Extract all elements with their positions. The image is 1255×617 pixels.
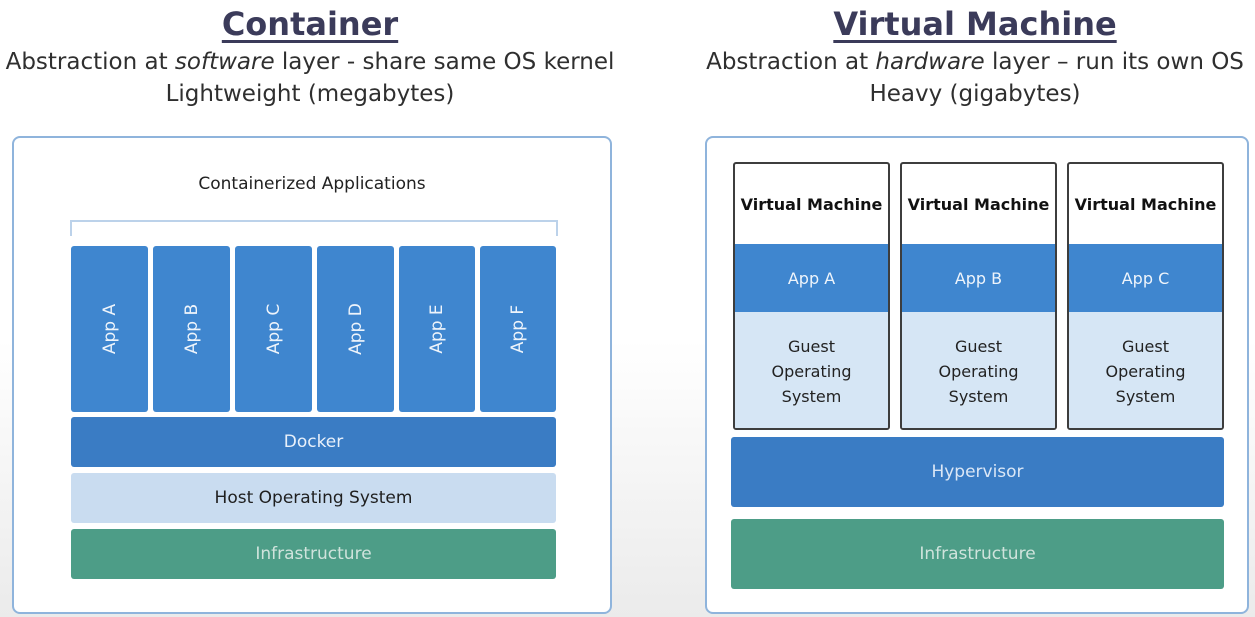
guest-os: Guest Operating System — [902, 312, 1055, 428]
vm-title: Virtual Machine — [1074, 194, 1217, 214]
vm-panel: Virtual Machine App A Guest Operating Sy… — [705, 136, 1249, 614]
app-column-b: App B — [153, 246, 230, 412]
virtual-machine-b: Virtual Machine App B Guest Operating Sy… — [900, 162, 1057, 430]
vm-app: App B — [902, 244, 1055, 312]
vm-subtitle-2: Heavy (gigabytes) — [869, 81, 1081, 107]
virtual-machine-c: Virtual Machine App C Guest Operating Sy… — [1067, 162, 1224, 430]
guest-os: Guest Operating System — [1069, 312, 1222, 428]
container-heading: Container — [221, 5, 399, 43]
vm-heading: Virtual Machine — [833, 5, 1117, 43]
guest-os: Guest Operating System — [735, 312, 888, 428]
virtual-machine-a: Virtual Machine App A Guest Operating Sy… — [733, 162, 890, 430]
containerized-apps-label: Containerized Applications — [198, 174, 426, 194]
vm-title: Virtual Machine — [907, 194, 1050, 214]
container-header: Container Abstraction at software layer … — [0, 6, 620, 110]
container-subtitle-2: Lightweight (megabytes) — [165, 81, 455, 107]
vm-app: App C — [1069, 244, 1222, 312]
apps-bracket — [70, 220, 558, 236]
app-column-f: App F — [480, 246, 556, 412]
vm-subtitle: Abstraction at hardware layer – run its … — [706, 49, 1244, 75]
hypervisor-layer: Hypervisor — [731, 437, 1224, 507]
container-infrastructure-layer: Infrastructure — [71, 529, 556, 579]
vm-header: Virtual Machine Abstraction at hardware … — [695, 6, 1255, 110]
app-column-e: App E — [399, 246, 475, 412]
host-os-layer: Host Operating System — [71, 473, 556, 523]
app-column-a: App A — [71, 246, 148, 412]
vm-infrastructure-layer: Infrastructure — [731, 519, 1224, 589]
container-panel: Containerized Applications App A App B A… — [12, 136, 612, 614]
docker-layer: Docker — [71, 417, 556, 467]
container-subtitle: Abstraction at software layer - share sa… — [5, 49, 615, 75]
vm-title: Virtual Machine — [740, 194, 883, 214]
vm-app: App A — [735, 244, 888, 312]
app-column-d: App D — [317, 246, 394, 412]
app-column-c: App C — [235, 246, 312, 412]
